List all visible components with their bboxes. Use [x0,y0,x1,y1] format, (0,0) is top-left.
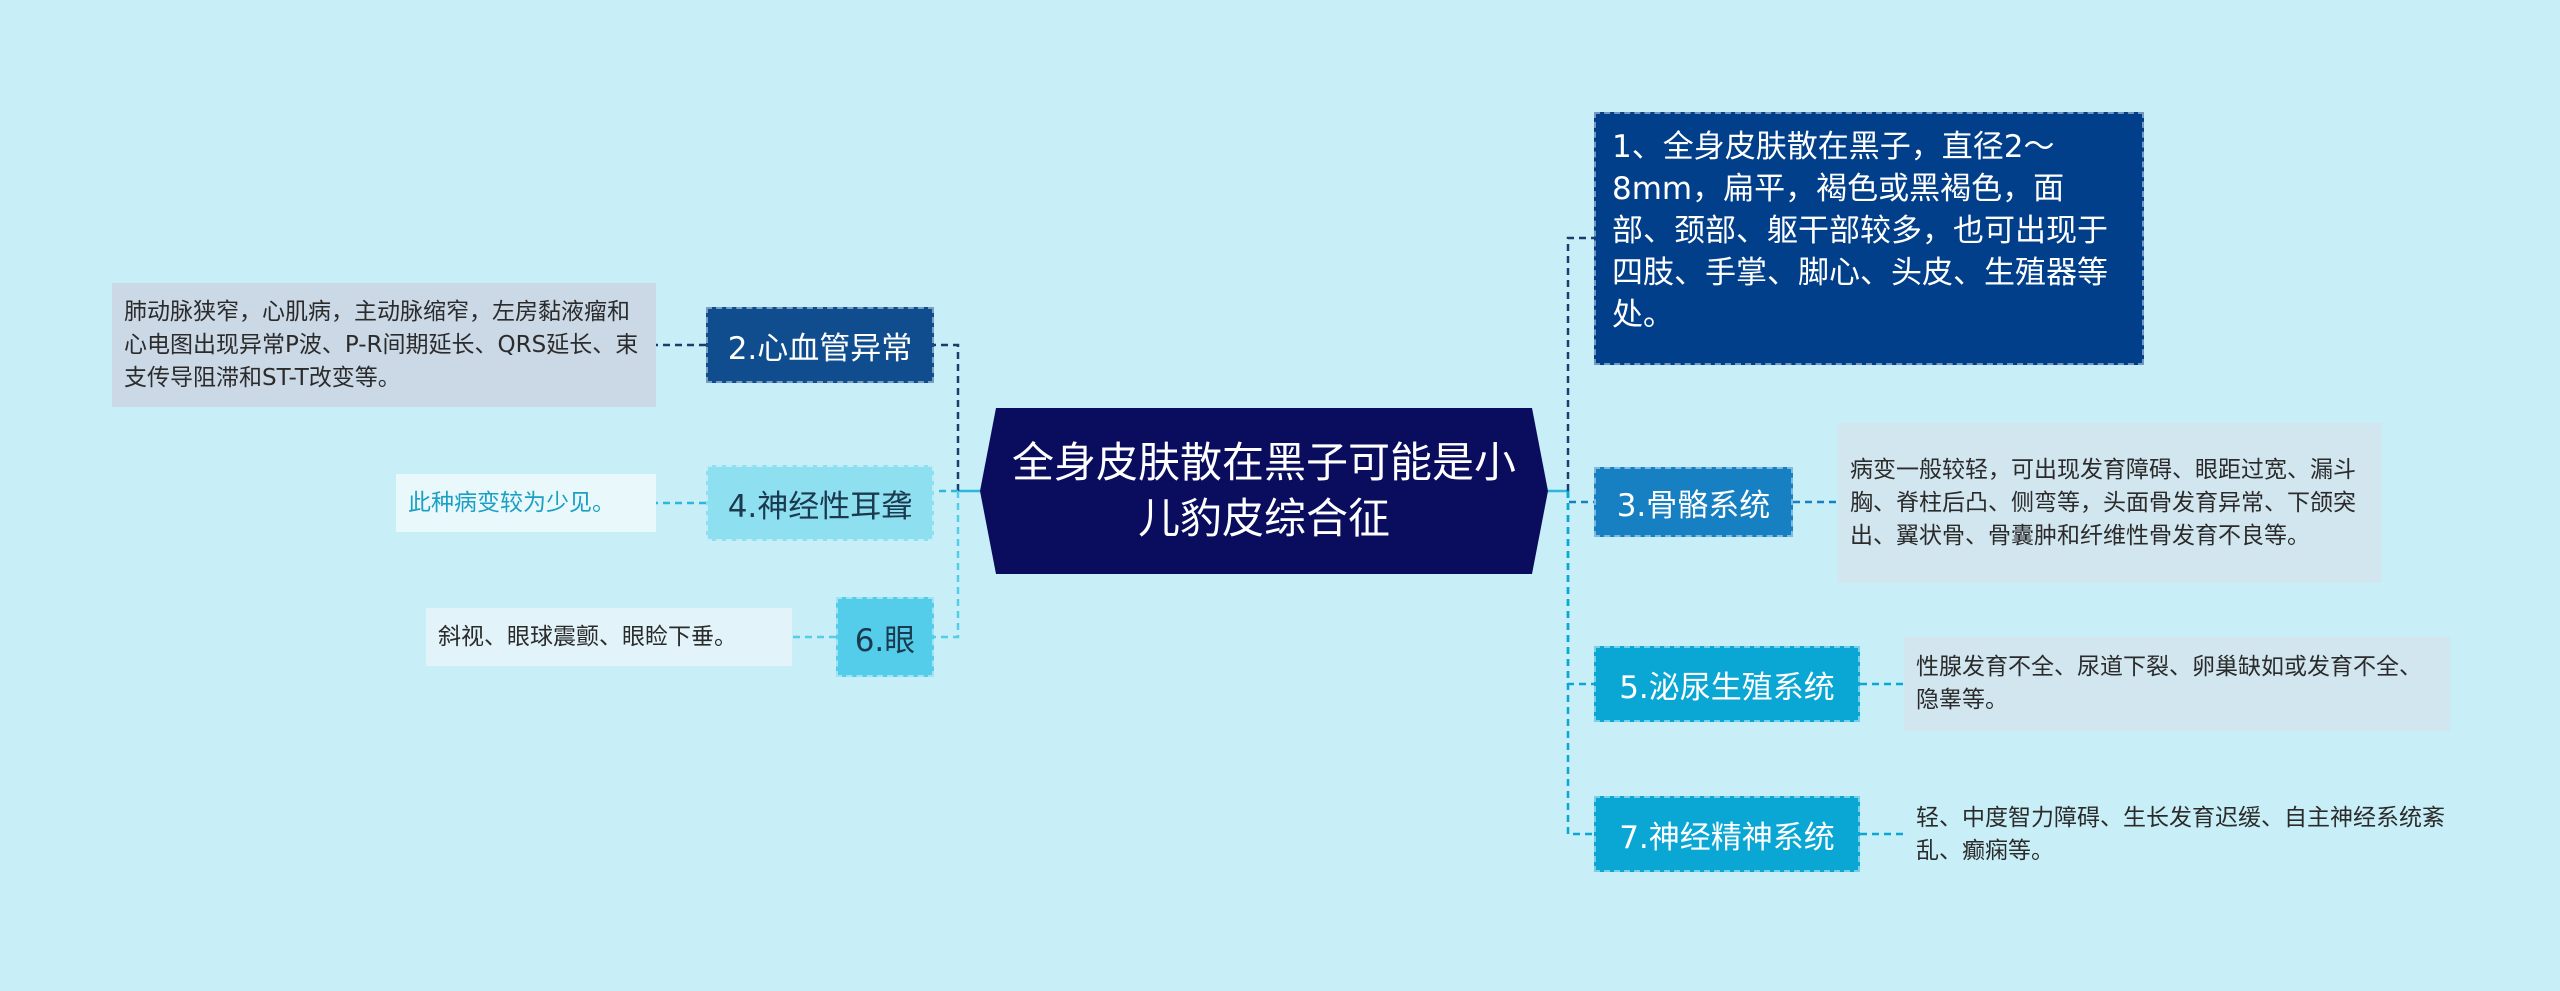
detail-skeletal-system-text: 病变一般较轻，可出现发育障碍、眼距过宽、漏斗胸、脊柱后凸、侧弯等，头面骨发育异常… [1850,456,2356,549]
branch-urogenital-system[interactable]: 5.泌尿生殖系统 [1594,646,1860,722]
branch-sensorineural-deafness[interactable]: 4.神经性耳聋 [706,465,934,541]
detail-sensorineural-deafness-text: 此种病变较为少见。 [408,489,615,516]
detail-cardiovascular-text: 肺动脉狭窄，心肌病，主动脉缩窄，左房黏液瘤和心电图出现异常P波、P-R间期延长、… [124,298,639,391]
branch-neuropsychiatric-system-label: 7.神经精神系统 [1619,819,1835,856]
link-neuro [1566,491,1594,836]
link-skin [1566,236,1594,491]
central-topic-shape [980,408,1548,574]
branch-neuropsychiatric-system[interactable]: 7.神经精神系统 [1594,796,1860,872]
branch-skeletal-system-label: 3.骨骼系统 [1616,487,1771,524]
detail-neuropsychiatric-system-text: 轻、中度智力障碍、生长发育迟缓、自主神经系统紊乱、癫痫等。 [1916,805,2445,864]
link-urogenital [1566,491,1594,686]
branch-eye-label: 6.眼 [854,622,916,659]
detail-eye[interactable]: 斜视、眼球震颤、眼睑下垂。 [426,608,792,666]
branch-sensorineural-deafness-label: 4.神经性耳聋 [727,488,913,525]
detail-sensorineural-deafness[interactable]: 此种病变较为少见。 [396,474,656,532]
central-topic[interactable]: 全身皮肤散在黑子可能是小儿豹皮综合征 [980,408,1548,574]
branch-skin-lesions[interactable]: 1、全身皮肤散在黑子，直径2～8mm，扁平，褐色或黑褐色，面部、颈部、躯干部较多… [1594,112,2144,365]
branch-eye[interactable]: 6.眼 [836,597,934,677]
branch-cardiovascular-label: 2.心血管异常 [727,330,913,367]
detail-cardiovascular[interactable]: 肺动脉狭窄，心肌病，主动脉缩窄，左房黏液瘤和心电图出现异常P波、P-R间期延长、… [112,283,656,407]
link-eye [934,491,960,639]
central-topic-text: 全身皮肤散在黑子可能是小儿豹皮综合征 [1011,438,1516,543]
detail-neuropsychiatric-system[interactable]: 轻、中度智力障碍、生长发育迟缓、自主神经系统紊乱、癫痫等。 [1904,788,2464,882]
branch-skin-lesions-text: 1、全身皮肤散在黑子，直径2～8mm，扁平，褐色或黑褐色，面部、颈部、躯干部较多… [1612,129,2108,333]
detail-urogenital-system-text: 性腺发育不全、尿道下裂、卵巢缺如或发育不全、隐睾等。 [1916,654,2422,713]
link-cardio [934,343,960,491]
branch-urogenital-system-label: 5.泌尿生殖系统 [1619,669,1835,706]
detail-eye-text: 斜视、眼球震颤、眼睑下垂。 [438,623,737,650]
branch-skeletal-system[interactable]: 3.骨骼系统 [1594,467,1793,537]
branch-cardiovascular[interactable]: 2.心血管异常 [706,307,934,383]
detail-urogenital-system[interactable]: 性腺发育不全、尿道下裂、卵巢缺如或发育不全、隐睾等。 [1904,637,2450,731]
link-skeleton [1566,491,1594,504]
detail-skeletal-system[interactable]: 病变一般较轻，可出现发育障碍、眼距过宽、漏斗胸、脊柱后凸、侧弯等，头面骨发育异常… [1838,423,2382,583]
